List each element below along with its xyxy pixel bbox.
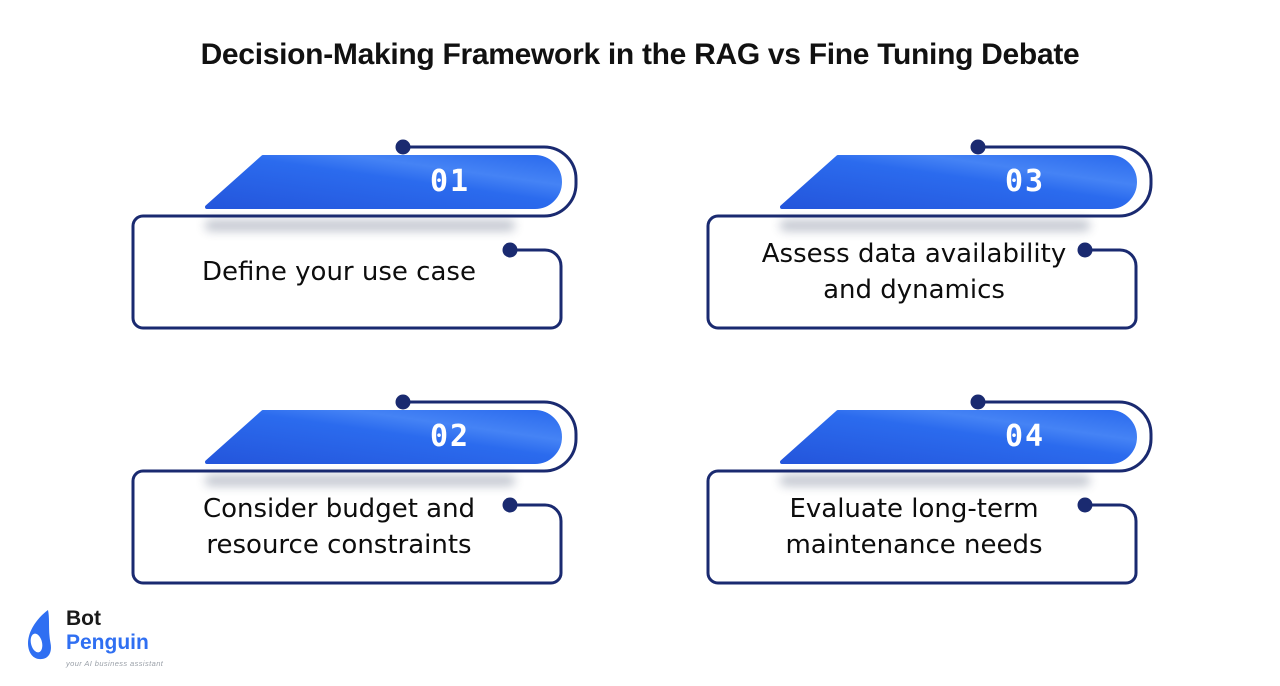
step-card-text: Consider budget and resource constraints xyxy=(133,471,545,583)
banner-ribbon xyxy=(205,410,562,464)
step-card-text: Define your use case xyxy=(133,216,545,328)
logo-tagline: your AI business assistant xyxy=(66,659,164,668)
step-number: 01 xyxy=(429,164,471,199)
step-text-line: Evaluate long-term xyxy=(789,494,1039,524)
logo-text: Bot Penguin your AI business assistant xyxy=(66,607,163,668)
start-dot xyxy=(970,394,986,410)
banner-shadow xyxy=(205,475,515,486)
banner-shadow xyxy=(780,220,1090,231)
step-module-03: 03 Assess data availability and dynamics xyxy=(695,135,1160,340)
banner-ribbon xyxy=(780,410,1137,464)
connector-card-outline xyxy=(706,400,1153,585)
step-number: 04 xyxy=(1004,419,1046,454)
step-text-line: Assess data availability xyxy=(761,239,1067,269)
banner-ribbon xyxy=(205,155,562,209)
step-shape-04 xyxy=(706,394,1153,585)
penguin-icon xyxy=(28,610,51,660)
banner-ribbon xyxy=(780,155,1137,209)
end-dot xyxy=(1077,242,1093,258)
step-shape-02 xyxy=(131,394,578,585)
connector-card-outline xyxy=(131,145,578,330)
banner-shadow xyxy=(780,475,1090,486)
end-dot xyxy=(502,242,518,258)
start-dot xyxy=(395,139,411,155)
step-number: 02 xyxy=(429,419,471,454)
step-text-line: Define your use case xyxy=(202,257,476,287)
end-dot xyxy=(1077,497,1093,513)
botpenguin-logo: Bot Penguin your AI business assistant xyxy=(24,603,204,683)
start-dot xyxy=(970,139,986,155)
banner-shadow xyxy=(205,220,515,231)
connector-card-outline xyxy=(131,400,578,585)
step-text-line: Consider budget and xyxy=(202,494,476,524)
step-card-text: Assess data availability and dynamics xyxy=(708,216,1120,328)
step-shape-03 xyxy=(706,139,1153,330)
step-module-01: 01 Define your use case xyxy=(120,135,585,340)
step-number: 03 xyxy=(1004,164,1046,199)
step-shape-01 xyxy=(131,139,578,330)
step-text-line: resource constraints xyxy=(206,530,472,560)
step-text-line: maintenance needs xyxy=(785,530,1043,560)
step-module-02: 02 Consider budget and resource constrai… xyxy=(120,390,585,595)
step-module-04: 04 Evaluate long-term maintenance needs xyxy=(695,390,1160,595)
connector-card-outline xyxy=(706,145,1153,330)
page-title: Decision-Making Framework in the RAG vs … xyxy=(200,38,1080,71)
end-dot xyxy=(502,497,518,513)
logo-brand-penguin: Penguin xyxy=(66,631,149,654)
step-card-text: Evaluate long-term maintenance needs xyxy=(708,471,1120,583)
start-dot xyxy=(395,394,411,410)
logo-brand-bot: Bot xyxy=(66,607,101,630)
step-text-line: and dynamics xyxy=(823,275,1005,305)
